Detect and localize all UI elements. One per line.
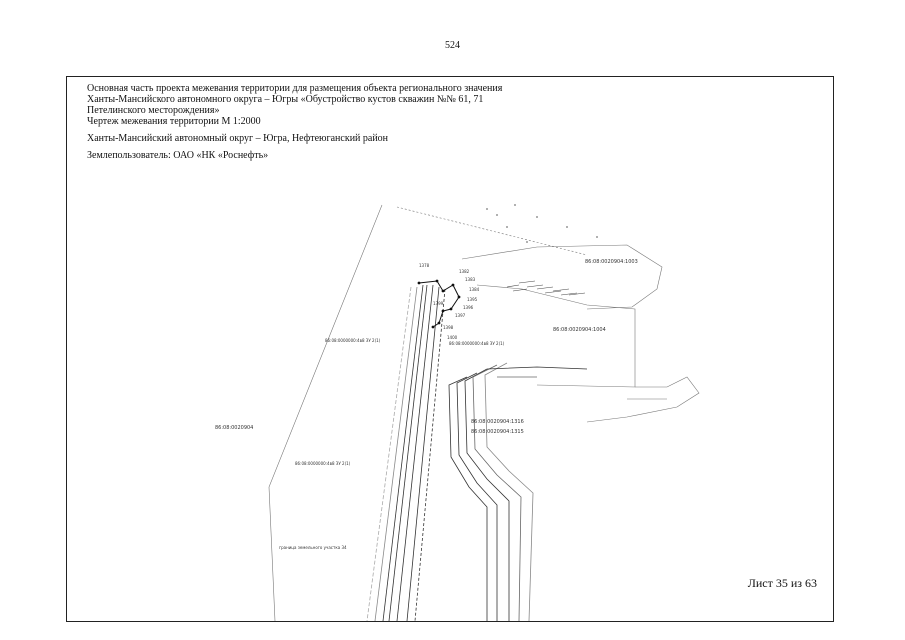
- turning-points: [417, 279, 461, 329]
- dot: [496, 214, 498, 216]
- parcel-label: 86:08:0020904:1315: [471, 429, 524, 435]
- turning-point: [435, 279, 439, 283]
- point-label: 1395: [467, 297, 478, 302]
- north-boundary: [396, 206, 588, 256]
- turning-point: [417, 281, 421, 285]
- point-label: 1400: [447, 335, 458, 340]
- turning-point: [449, 307, 453, 311]
- turning-point: [431, 325, 435, 329]
- point-label: 1398: [443, 325, 454, 330]
- turning-point: [451, 283, 455, 287]
- drawing-scale: Чертеж межевания территории М 1:2000: [87, 116, 261, 127]
- parcel-boundaries: [268, 204, 700, 621]
- hatch: [544, 290, 562, 294]
- drawing-frame: Основная часть проекта межевания террито…: [66, 76, 834, 622]
- branch-line: [472, 364, 522, 621]
- hatch: [506, 284, 520, 288]
- parcel-label: 86:08:0020904: [215, 425, 253, 431]
- parcel-1004-outline: [476, 284, 636, 388]
- point-label: 1396: [463, 305, 474, 310]
- corridor-line: [396, 284, 434, 621]
- zone-label: 86:08:0000000:4в8 ЗУ 2(1): [449, 341, 505, 346]
- page-number: 524: [445, 40, 460, 51]
- dot: [514, 204, 516, 206]
- hatch: [552, 288, 570, 292]
- hatch: [536, 286, 554, 290]
- point-label: 1399: [433, 301, 444, 306]
- title-line-2: Ханты-Мансийского автономного округа – Ю…: [87, 94, 484, 105]
- point-label: 1383: [465, 277, 476, 282]
- road-outline-east: [586, 376, 700, 423]
- sheet-number: Лист 35 из 63: [747, 576, 817, 590]
- hatch: [568, 292, 586, 296]
- turning-point: [457, 295, 461, 299]
- survey-dots: [486, 204, 598, 243]
- dot: [566, 226, 568, 228]
- zone-label: 86:08:0000000:4в8 ЗУ 2(1): [295, 461, 351, 466]
- corridor-line: [388, 284, 428, 621]
- dot: [596, 236, 598, 238]
- branch-route: [448, 362, 588, 621]
- boundary-note: граница земельного участка 34: [279, 545, 347, 550]
- corridor-lines: [366, 284, 446, 621]
- branch-line: [448, 376, 488, 621]
- corridor-line: [374, 286, 418, 621]
- zone-label: 86:08:0000000:4в8 ЗУ 2(1): [325, 338, 381, 343]
- parcel-1003-outline: [461, 244, 663, 310]
- cadastral-map: 86:08:0020904:1003 86:08:0020904:1004 86…: [215, 204, 700, 621]
- hatch: [512, 288, 528, 292]
- dot: [536, 216, 538, 218]
- branch-line: [464, 368, 510, 621]
- title-block: Основная часть проекта межевания террито…: [87, 83, 687, 161]
- hatch: [560, 292, 578, 296]
- branch-line: [456, 372, 498, 621]
- dot: [486, 208, 488, 210]
- title-line-3: Петелинского месторождения»: [87, 105, 220, 116]
- point-label: 1397: [455, 313, 466, 318]
- turning-point: [441, 309, 445, 313]
- corridor-line: [366, 286, 412, 621]
- location: Ханты-Мансийский автономный округ – Югра…: [87, 133, 389, 144]
- land-user: Землепользователь: ОАО «НК «Роснефть»: [87, 150, 269, 161]
- branch-line: [484, 362, 534, 621]
- corridor-line: [414, 288, 446, 621]
- corridor-line: [382, 284, 424, 621]
- turning-point: [437, 321, 441, 325]
- parcel-label: 86:08:0020904:1316: [471, 419, 524, 425]
- dot: [506, 226, 508, 228]
- map-labels: 86:08:0020904:1003 86:08:0020904:1004 86…: [215, 259, 638, 550]
- point-label: 1378: [419, 263, 430, 268]
- title-line-1: Основная часть проекта межевания террито…: [87, 83, 503, 94]
- parcel-label: 86:08:0020904:1004: [553, 327, 606, 333]
- hatched-area: [506, 280, 586, 296]
- spur-line: [486, 366, 588, 370]
- corridor-line: [406, 286, 440, 621]
- turning-point: [441, 289, 445, 293]
- point-label: 1384: [469, 287, 480, 292]
- hatch: [518, 280, 536, 284]
- point-label: 1382: [459, 269, 470, 274]
- hatch: [526, 284, 544, 288]
- parcel-label: 86:08:0020904:1003: [585, 259, 638, 265]
- west-boundary: [268, 204, 383, 621]
- dot: [526, 241, 528, 243]
